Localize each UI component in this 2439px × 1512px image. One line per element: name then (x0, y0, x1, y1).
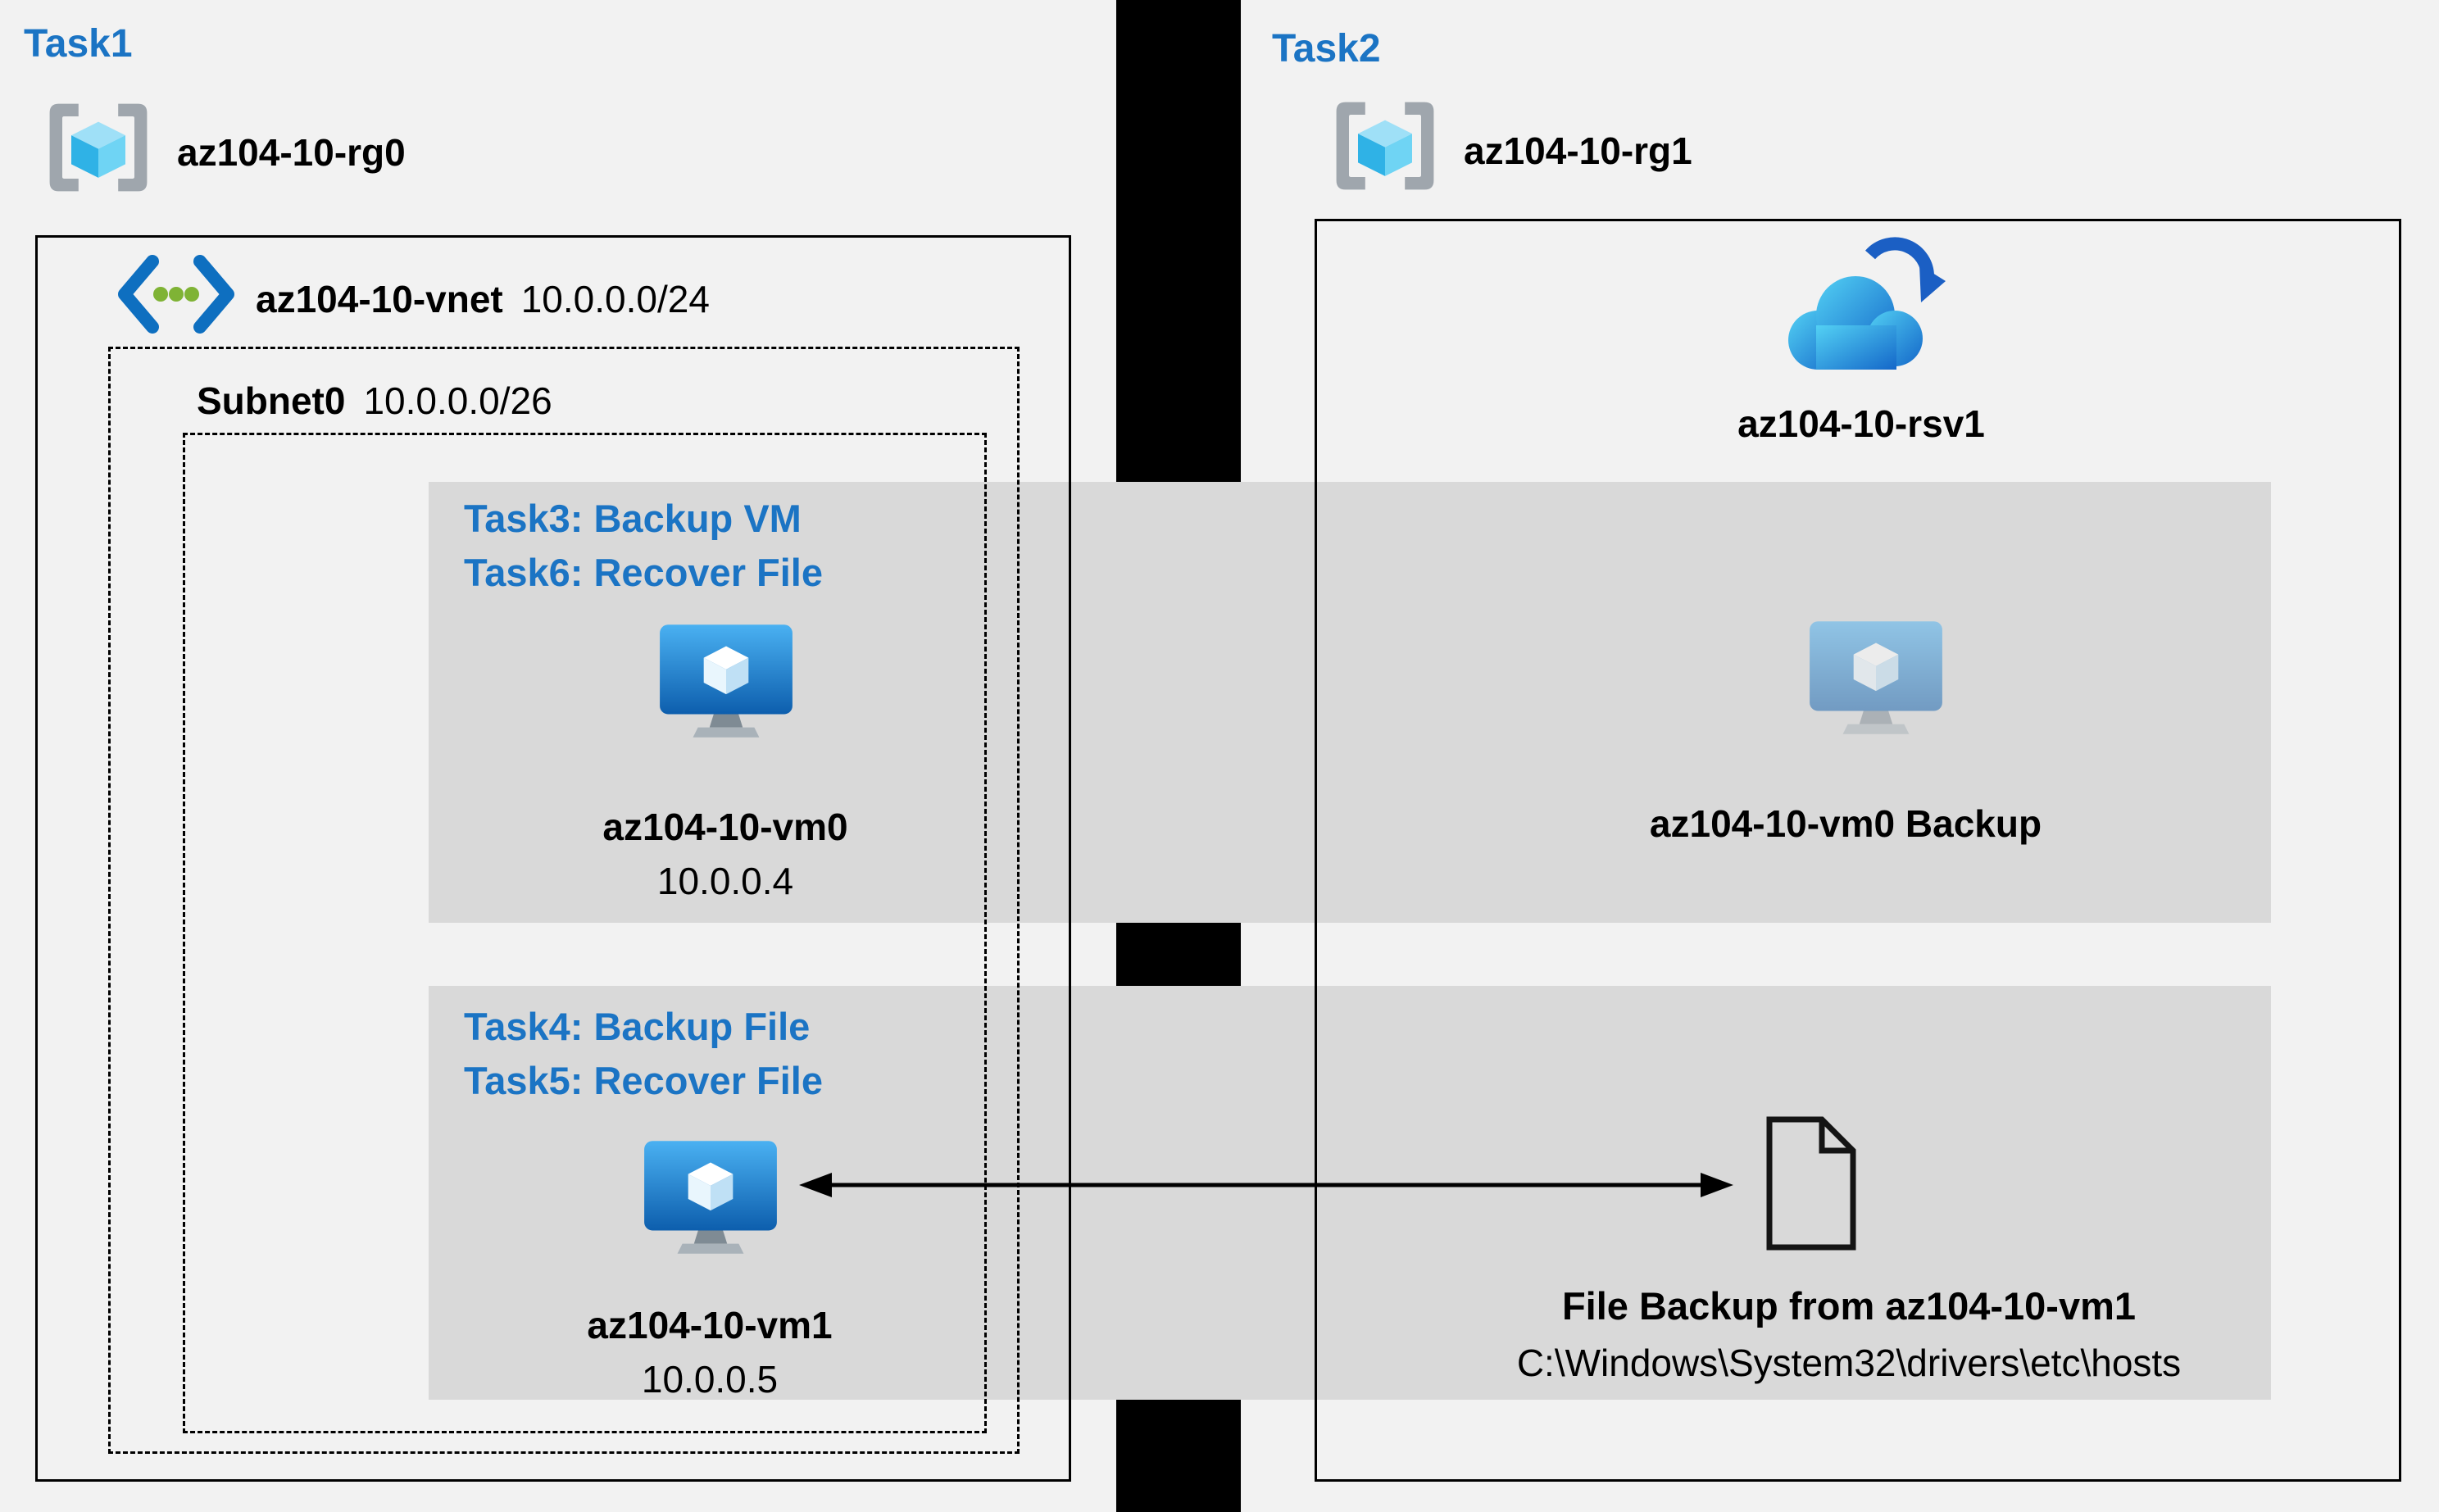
vm0-task-notes: Task3: Backup VM Task6: Recover File (464, 492, 823, 600)
vnet-name: az104-10-vnet (256, 277, 503, 320)
resource-group-icon (1331, 98, 1439, 202)
vnet-cidr: 10.0.0.0/24 (520, 277, 710, 320)
vm1-name: az104-10-vm1 (587, 1304, 833, 1346)
resource-group0-name: az104-10-rg0 (177, 130, 406, 174)
vm0-name: az104-10-vm0 (602, 806, 848, 848)
file-backup-path: C:\Windows\System32\drivers\etc\hosts (1516, 1342, 2182, 1384)
vm-backup-icon (1803, 618, 1949, 738)
vnet-boundary-box (35, 235, 1071, 1482)
task2-label: Task2 (1272, 27, 1381, 70)
vault-name: az104-10-rsv1 (1737, 402, 1985, 445)
vm1-ip: 10.0.0.5 (641, 1358, 779, 1401)
vm1-icon (638, 1137, 783, 1257)
resource-group1-header: az104-10-rg1 (1331, 98, 1692, 202)
resource-group1-box (1315, 219, 2401, 1482)
vm1-task-notes: Task4: Backup File Task5: Recover File (464, 1000, 823, 1108)
vm0-task-line2: Task6: Recover File (464, 550, 824, 594)
bidirectional-arrow (799, 1162, 1733, 1208)
vm0-task-line1: Task3: Backup VM (464, 497, 802, 540)
file-backup-title: File Backup from az104-10-vm1 (1561, 1284, 2137, 1328)
vm0-ip: 10.0.0.4 (656, 860, 794, 902)
recovery-vault-icon (1775, 234, 1947, 381)
subnet-cidr: 10.0.0.0/26 (363, 379, 552, 422)
resource-group-icon (44, 100, 152, 204)
subnet-name: Subnet0 (197, 379, 346, 422)
vm-backup-label: az104-10-vm0 Backup (1649, 802, 2042, 845)
subnet-boundary-box (108, 347, 1020, 1454)
vnet-header: az104-10-vnet 10.0.0.0/24 (115, 252, 710, 345)
vm1-task-line2: Task5: Recover File (464, 1058, 824, 1102)
subnet-header: Subnet0 10.0.0.0/26 (197, 379, 552, 423)
vm1-task-line1: Task4: Backup File (464, 1005, 811, 1048)
resource-group1-name: az104-10-rg1 (1464, 129, 1692, 172)
task1-label: Task1 (24, 22, 133, 66)
resource-group0-header: az104-10-rg0 (44, 100, 406, 204)
file-icon (1760, 1113, 1863, 1254)
virtual-network-icon (115, 252, 238, 345)
subnet-inner-box (183, 433, 987, 1433)
vm0-icon (653, 621, 799, 741)
